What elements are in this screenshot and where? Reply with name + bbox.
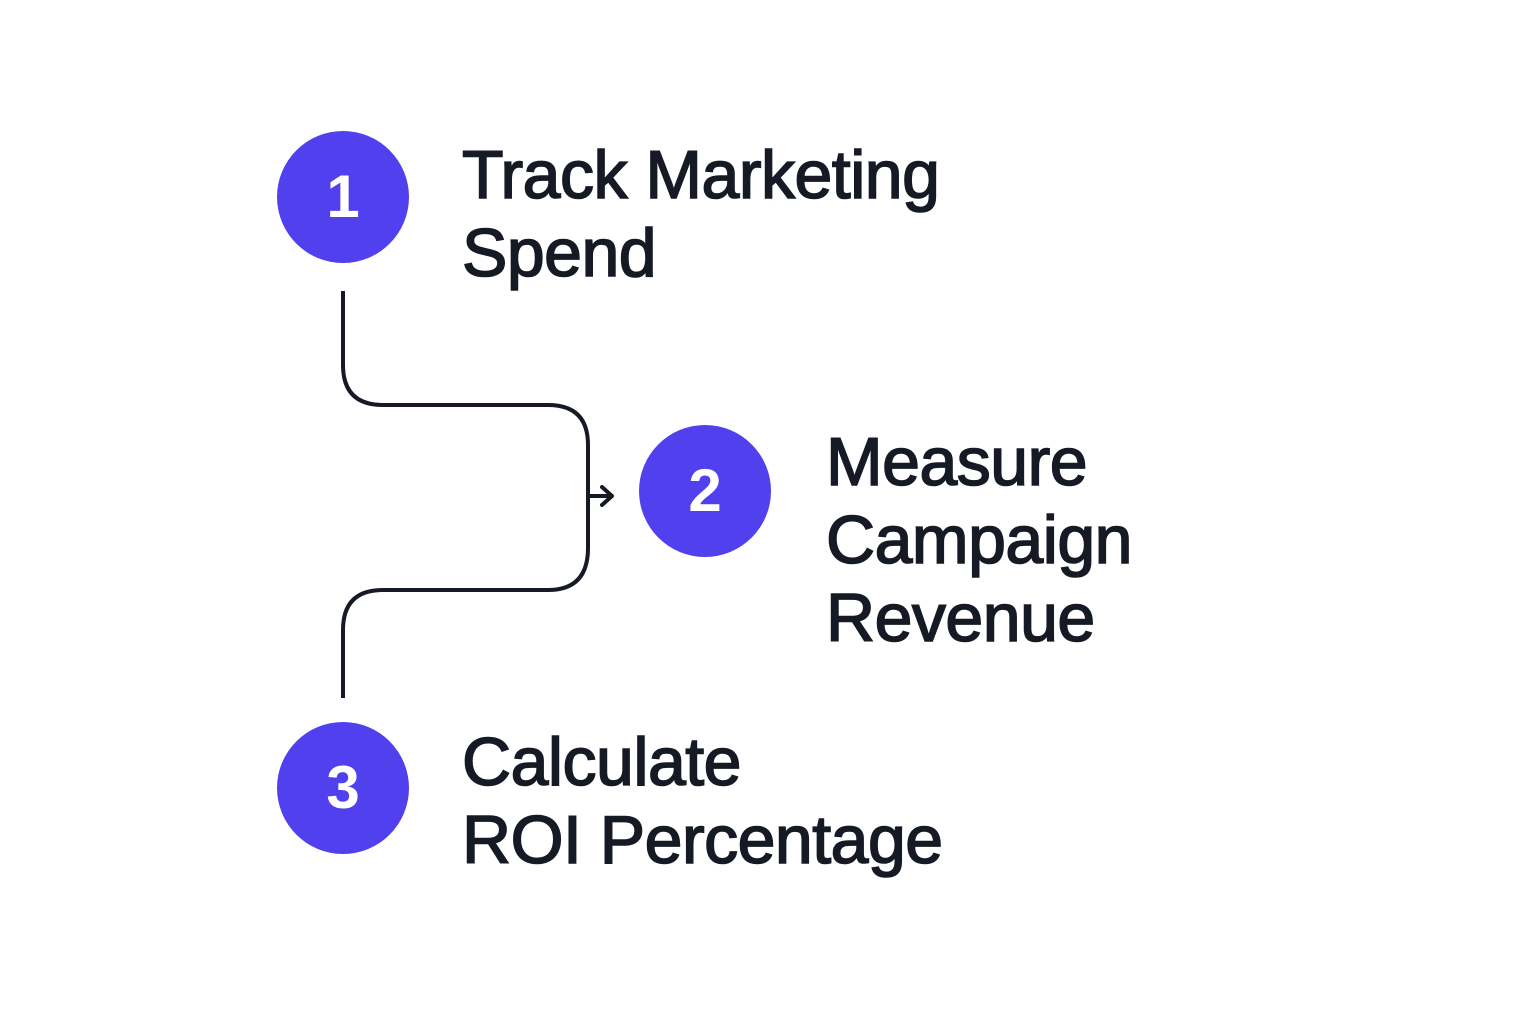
step-2-label-line-1: Measure bbox=[825, 423, 1088, 501]
arrowhead-icon bbox=[600, 485, 614, 507]
step-3-label: Calculate ROI Percentage bbox=[461, 723, 944, 879]
step-1-number: 1 bbox=[326, 163, 360, 230]
step-3-label-line-1: Calculate bbox=[461, 723, 742, 801]
step-2-label-line-2: Campaign bbox=[825, 501, 1133, 579]
step-1-number-badge: 1 bbox=[277, 131, 409, 263]
step-2-number: 2 bbox=[688, 457, 722, 524]
step-2-label: Measure Campaign Revenue bbox=[825, 423, 1133, 657]
connector-step-1-to-step-2 bbox=[341, 291, 590, 698]
step-1-label-line-2: Spend bbox=[461, 214, 657, 292]
step-1-label-line-1: Track Marketing bbox=[461, 136, 941, 214]
step-3-number: 3 bbox=[326, 754, 360, 821]
step-3-number-badge: 3 bbox=[277, 722, 409, 854]
step-3-label-line-2: ROI Percentage bbox=[461, 801, 944, 879]
step-1-label: Track Marketing Spend bbox=[461, 136, 941, 292]
step-2-label-line-3: Revenue bbox=[825, 579, 1096, 657]
step-2-number-badge: 2 bbox=[639, 425, 771, 557]
